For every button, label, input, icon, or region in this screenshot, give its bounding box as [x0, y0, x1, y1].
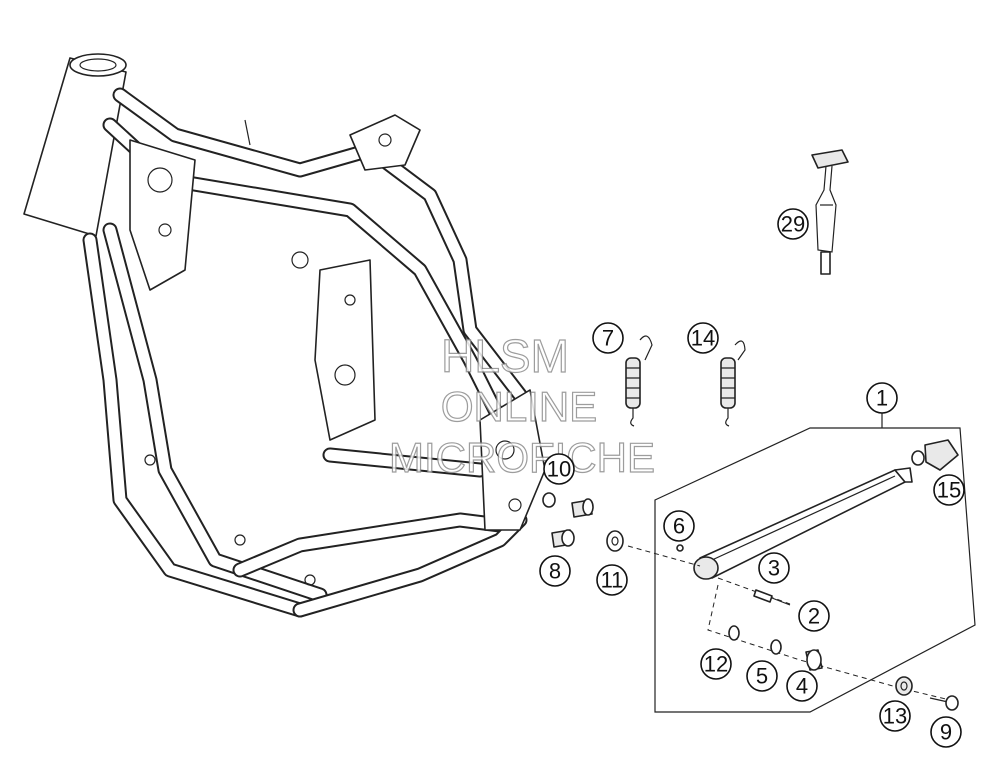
foot-pad-15: [911, 439, 959, 471]
callout-12-label: 12: [704, 652, 728, 677]
callout-12: 12: [700, 648, 732, 680]
spring-14: [720, 340, 746, 427]
callout-3: 3: [758, 552, 790, 584]
bushing-8: [551, 529, 575, 548]
callout-5: 5: [746, 660, 778, 692]
callout-1: 1: [866, 382, 898, 414]
callout-8-label: 8: [549, 559, 561, 584]
assembly-line-b: [717, 577, 791, 605]
callout-14: 14: [687, 322, 719, 354]
callout-6: 6: [663, 510, 695, 542]
callout-7-label: 7: [602, 326, 614, 351]
assembly-line-c: [707, 584, 951, 701]
tool-29: [811, 149, 849, 275]
callout-4: 4: [786, 670, 818, 702]
callout-7: 7: [592, 322, 624, 354]
side-stand: [693, 467, 913, 580]
callout-11-label: 11: [601, 568, 624, 593]
spring-7: [625, 335, 653, 427]
callout-29: 29: [777, 208, 809, 240]
motorcycle-frame: [23, 53, 546, 618]
callout-2: 2: [798, 600, 830, 632]
callout-10: 10: [543, 453, 575, 485]
watermark: HLSM ONLINE MICROFICHE: [388, 329, 655, 481]
callout-6-label: 6: [673, 514, 685, 539]
washer-5: [770, 639, 782, 655]
watermark-line3: MICROFICHE: [389, 434, 655, 481]
callout-15: 15: [933, 474, 965, 506]
callout-8: 8: [539, 555, 571, 587]
screw-2: [753, 589, 791, 606]
callout-14-label: 14: [691, 326, 715, 351]
watermark-line1: HLSM: [441, 330, 569, 382]
callout-2-label: 2: [808, 604, 820, 629]
callout-15-label: 15: [937, 478, 961, 503]
assembly-line-a: [627, 545, 701, 567]
callout-11: 11: [596, 564, 628, 596]
pin-6: [676, 544, 684, 552]
bushing-4: [805, 649, 823, 671]
callout-9-label: 9: [940, 720, 952, 745]
callout-13-label: 13: [883, 704, 907, 729]
callout-5-label: 5: [756, 664, 768, 689]
callout-13: 13: [879, 700, 911, 732]
bolt-9: [929, 695, 959, 711]
callout-1-label: 1: [876, 386, 888, 411]
assembly-bracket-1: [654, 412, 976, 713]
watermark-line2: ONLINE: [441, 383, 597, 430]
bushing-10: [542, 492, 594, 518]
callout-29-label: 29: [781, 212, 805, 237]
callout-3-label: 3: [768, 556, 780, 581]
steering-head-tube: [23, 53, 127, 237]
callout-4-label: 4: [796, 674, 808, 699]
washer-12: [728, 625, 740, 641]
callout-9: 9: [930, 716, 962, 748]
washer-11: [606, 530, 624, 552]
nut-13: [895, 676, 913, 696]
callout-10-label: 10: [547, 457, 571, 482]
